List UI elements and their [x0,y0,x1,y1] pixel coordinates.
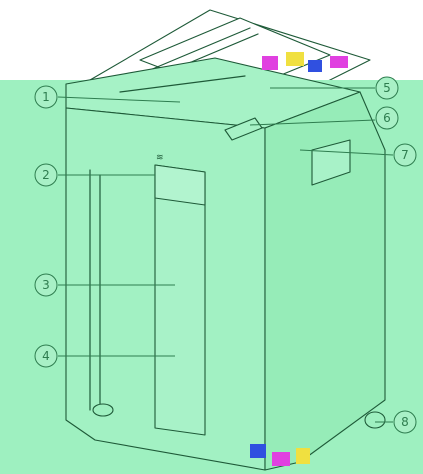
callout-5-label: 5 [383,81,391,95]
callout-3-label: 3 [42,278,50,292]
callout-7-label: 7 [401,148,409,162]
callout-2-label: 2 [42,168,50,182]
callout-8-label: 8 [401,415,409,429]
callout-4-label: 4 [42,349,50,363]
svg-text:≋: ≋ [156,153,164,163]
callout-6-label: 6 [383,111,391,125]
callout-1-label: 1 [42,90,50,104]
